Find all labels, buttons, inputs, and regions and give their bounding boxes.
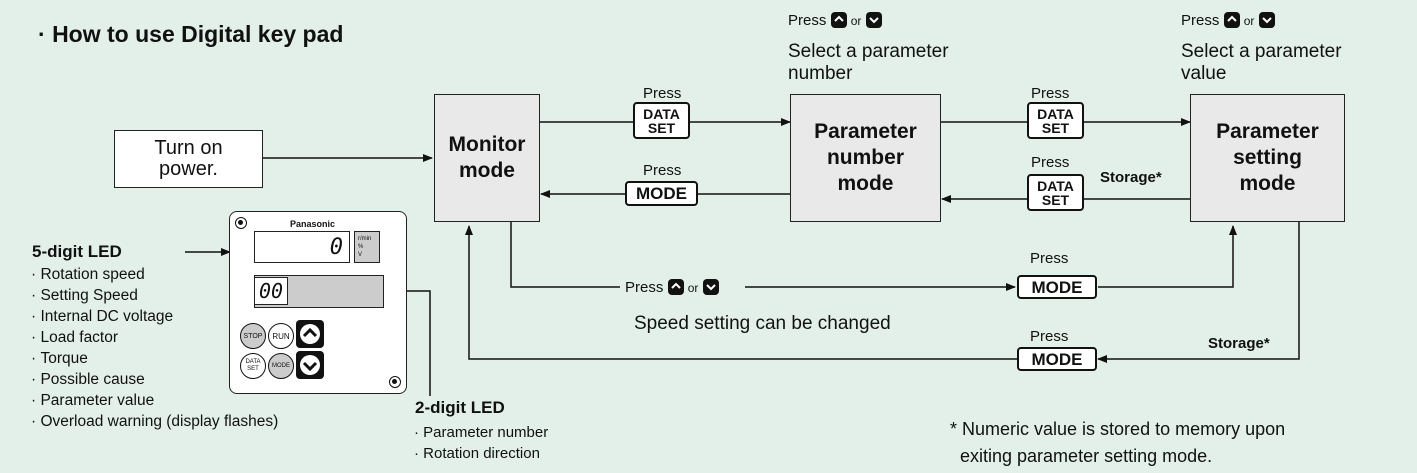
led5-title: 5-digit LED xyxy=(32,242,122,261)
list-item: Rotation speed xyxy=(31,264,278,285)
arrow-monitor-to-setting xyxy=(510,222,620,288)
press-up-down-number: Press or xyxy=(788,12,882,28)
list-item: Overload warning (display flashes) xyxy=(31,411,278,432)
up-arrow-key-icon xyxy=(1223,12,1240,28)
storage-label: Storage* xyxy=(1100,169,1162,186)
up-arrow-key-icon xyxy=(296,320,324,348)
keypad-device: Panasonic 0 r/min % V 00 STOP RUN DATA S… xyxy=(229,211,407,394)
data-set-button: DATA SET xyxy=(240,353,266,379)
data-set-key: DATA SET xyxy=(633,102,690,139)
up-arrow-key-icon xyxy=(667,279,684,295)
brand-logo: Panasonic xyxy=(290,219,336,229)
mode-key: MODE xyxy=(1017,275,1097,299)
press-up-down-value: Press or xyxy=(1181,12,1275,28)
speed-setting-text: Speed setting can be changed xyxy=(634,313,891,334)
led2-title: 2-digit LED xyxy=(415,398,505,417)
select-value-text: Select a parameter value xyxy=(1181,41,1342,84)
list-item: Parameter number xyxy=(414,422,548,443)
mode-button: MODE xyxy=(268,353,294,379)
unit-indicators: r/min % V xyxy=(354,231,380,263)
list-item: Setting Speed xyxy=(31,285,278,306)
data-set-key: DATA SET xyxy=(1027,102,1084,139)
list-item: Internal DC voltage xyxy=(31,306,278,327)
led5-list: Rotation speed Setting Speed Internal DC… xyxy=(31,264,278,432)
title-text: How to use Digital key pad xyxy=(52,21,344,47)
down-arrow-key-icon xyxy=(702,279,719,295)
list-item: Parameter value xyxy=(31,390,278,411)
down-arrow-key-icon xyxy=(296,351,324,379)
mode-key: MODE xyxy=(1017,347,1097,371)
five-digit-display: 0 xyxy=(254,231,350,263)
parameter-setting-mode-box: Parameter setting mode xyxy=(1190,94,1345,222)
press-label: Press xyxy=(1031,154,1070,171)
press-label: Press xyxy=(1030,250,1069,267)
data-set-key: DATA SET xyxy=(1027,174,1084,211)
mode-key: MODE xyxy=(625,181,698,206)
page-title: · How to use Digital key pad xyxy=(38,23,343,46)
run-button: RUN xyxy=(268,323,294,349)
storage-label: Storage* xyxy=(1208,335,1270,352)
list-item: Load factor xyxy=(31,327,278,348)
stop-button: STOP xyxy=(240,323,266,349)
down-arrow-key-icon xyxy=(865,12,882,28)
parameter-number-mode-box: Parameter number mode xyxy=(790,94,941,222)
title-bullet: · xyxy=(38,21,53,47)
arrow-setting-to-monitor xyxy=(1097,222,1300,363)
led2-list: Parameter number Rotation direction xyxy=(414,422,548,464)
list-item: Torque xyxy=(31,348,278,369)
up-arrow-key-icon xyxy=(830,12,847,28)
list-item: Rotation direction xyxy=(414,443,548,464)
press-label: Press xyxy=(643,162,682,179)
press-up-down-speed: Press or xyxy=(623,279,721,295)
monitor-mode-box: Monitor mode xyxy=(434,94,540,222)
footnote: * Numeric value is stored to memory upon… xyxy=(950,419,1286,466)
down-arrow-key-icon xyxy=(1258,12,1275,28)
press-label: Press xyxy=(643,85,682,102)
screw-icon xyxy=(235,217,247,229)
press-label: Press xyxy=(1030,328,1069,345)
power-box: Turn on power. xyxy=(114,130,263,188)
select-number-text: Select a parameter number xyxy=(788,41,949,84)
list-item: Possible cause xyxy=(31,369,278,390)
screw-icon xyxy=(389,376,401,388)
press-label: Press xyxy=(1031,85,1070,102)
two-digit-display: 00 xyxy=(254,277,288,305)
